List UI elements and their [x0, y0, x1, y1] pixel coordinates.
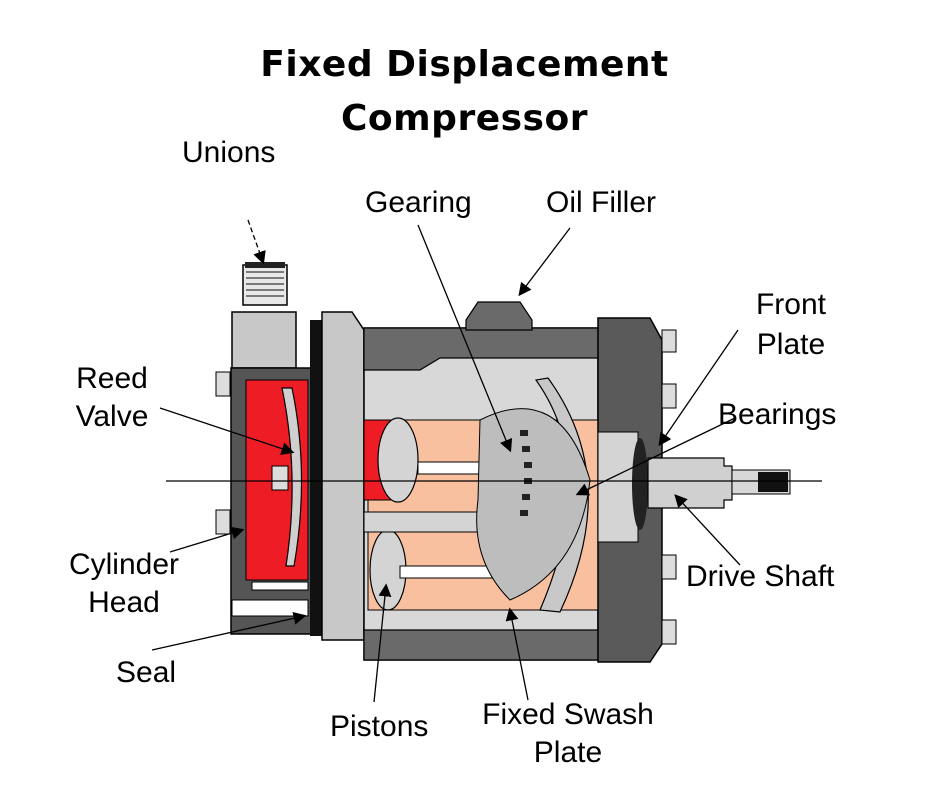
front-plate [597, 317, 677, 663]
drive-shaft-leader-arrow [674, 494, 741, 566]
bearings-leader-arrow [575, 417, 736, 496]
label-reed-valve-line1: Reed [76, 362, 148, 395]
union-fitting [231, 262, 297, 369]
cylinder-head-leader-arrow [169, 526, 245, 553]
label-fixed-swash-plate-line2: Plate [533, 736, 603, 769]
label-fixed-swash-plate-line1: Fixed Swash [482, 698, 654, 731]
diagram-title-line2: Compressor [341, 98, 588, 139]
unions-leader-arrow [247, 219, 266, 265]
oil-filler-leader-arrow [518, 227, 571, 297]
label-front-plate-line2: Plate [756, 328, 826, 361]
label-cylinder-head-line1: Cylinder [68, 548, 180, 581]
rear-flange [321, 311, 365, 641]
front-plate-leader-arrow [658, 329, 739, 447]
compressor-body [363, 301, 629, 661]
label-front-plate-line1: Front [755, 288, 827, 321]
label-unions: Unions [182, 136, 276, 169]
cylinder-head [215, 367, 318, 635]
label-bearings: Bearings [718, 398, 837, 431]
pistons-leader-arrow [373, 583, 392, 703]
diagram-title-line1: Fixed Displacement [260, 44, 669, 85]
drive-shaft [647, 457, 791, 509]
label-oil-filler: Oil Filler [546, 186, 656, 219]
label-gearing: Gearing [365, 186, 472, 219]
seal [310, 320, 322, 636]
seal-leader-arrow [151, 611, 307, 651]
swash-plate-leader-arrow [505, 607, 529, 701]
reed-valve-leader-arrow [159, 407, 295, 455]
gearing-leader-arrow [417, 224, 513, 453]
label-drive-shaft: Drive Shaft [686, 560, 835, 593]
label-cylinder-head-line2: Head [88, 586, 160, 619]
label-reed-valve-line2: Valve [75, 400, 149, 433]
label-seal: Seal [116, 656, 177, 689]
label-pistons: Pistons [330, 710, 429, 743]
